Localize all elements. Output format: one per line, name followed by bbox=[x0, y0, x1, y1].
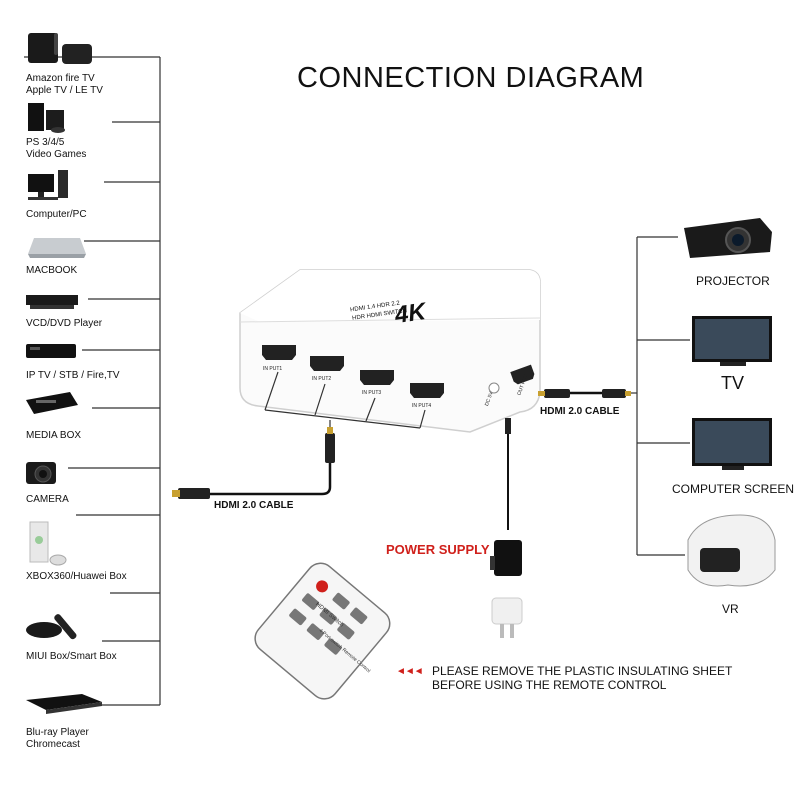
hdmi-port-3 bbox=[360, 370, 394, 385]
camera-icon bbox=[26, 462, 56, 484]
source-label-bluray: Blu-ray Player Chromecast bbox=[26, 727, 89, 750]
output-label-projector: PROJECTOR bbox=[696, 274, 770, 288]
power-supply-label: POWER SUPPLY bbox=[386, 542, 490, 557]
input-cable-label: HDMI 2.0 CABLE bbox=[214, 500, 294, 511]
media-box-icon bbox=[26, 392, 78, 414]
source-label-media-box: MEDIA BOX bbox=[26, 430, 82, 441]
hdmi-output-port bbox=[510, 364, 535, 385]
output-label-computer-screen: COMPUTER SCREEN bbox=[672, 482, 795, 496]
xbox-icon bbox=[29, 521, 67, 566]
dc-port-icon bbox=[488, 382, 500, 394]
source-label-fire-tv: Amazon fire TV Apple TV / LE TV bbox=[26, 73, 103, 96]
hdmi-switch-device bbox=[239, 269, 542, 433]
set-top-box-icon bbox=[26, 344, 76, 358]
power-adapter-icon bbox=[490, 540, 522, 576]
projector-icon bbox=[684, 218, 772, 258]
hdmi-port-1 bbox=[262, 345, 296, 360]
input-hdmi-cable bbox=[172, 427, 335, 499]
port-label-4: IN PUT4 bbox=[412, 403, 432, 409]
output-cable-label: HDMI 2.0 CABLE bbox=[540, 406, 620, 417]
notice-line-2: BEFORE USING THE REMOTE CONTROL bbox=[432, 678, 667, 692]
game-console-icon bbox=[28, 103, 65, 133]
desktop-computer-icon bbox=[28, 170, 68, 200]
source-label-macbook: MACBOOK bbox=[26, 265, 78, 276]
wall-plug-icon bbox=[491, 597, 523, 638]
output-connector-lines bbox=[626, 236, 690, 556]
output-hdmi-cable bbox=[538, 389, 631, 398]
source-label-ps: PS 3/4/5 Video Games bbox=[26, 137, 87, 160]
power-cable bbox=[505, 418, 511, 530]
source-label-iptv: IP TV / STB / Fire,TV bbox=[26, 370, 120, 381]
dvd-player-icon bbox=[26, 295, 78, 309]
source-label-computer: Computer/PC bbox=[26, 209, 87, 220]
hdmi-port-2 bbox=[310, 356, 344, 371]
tv-icon bbox=[692, 316, 772, 366]
source-label-xbox: XBOX360/Huawei Box bbox=[26, 571, 127, 582]
output-label-tv: TV bbox=[721, 373, 745, 393]
output-label-vr: VR bbox=[722, 602, 739, 616]
source-label-camera: CAMERA bbox=[26, 494, 69, 505]
source-label-dvd: VCD/DVD Player bbox=[26, 318, 103, 329]
notice-arrows-icon: ◄◄◄ bbox=[396, 666, 424, 677]
device-input-ports bbox=[262, 345, 444, 398]
port-label-3: IN PUT3 bbox=[362, 390, 382, 396]
bluray-player-icon bbox=[26, 694, 102, 714]
smart-box-icon bbox=[26, 614, 77, 640]
streaming-box-icon bbox=[28, 33, 92, 64]
port-label-2: IN PUT2 bbox=[312, 376, 332, 382]
port-label-1: IN PUT1 bbox=[263, 366, 283, 372]
notice-line-1: PLEASE REMOVE THE PLASTIC INSULATING SHE… bbox=[432, 664, 733, 678]
remote-control bbox=[254, 562, 391, 700]
laptop-icon bbox=[28, 238, 86, 258]
hdmi-port-4 bbox=[410, 383, 444, 398]
monitor-icon bbox=[692, 418, 772, 470]
vr-headset-icon bbox=[687, 514, 776, 587]
source-label-miui: MIUI Box/Smart Box bbox=[26, 651, 117, 662]
